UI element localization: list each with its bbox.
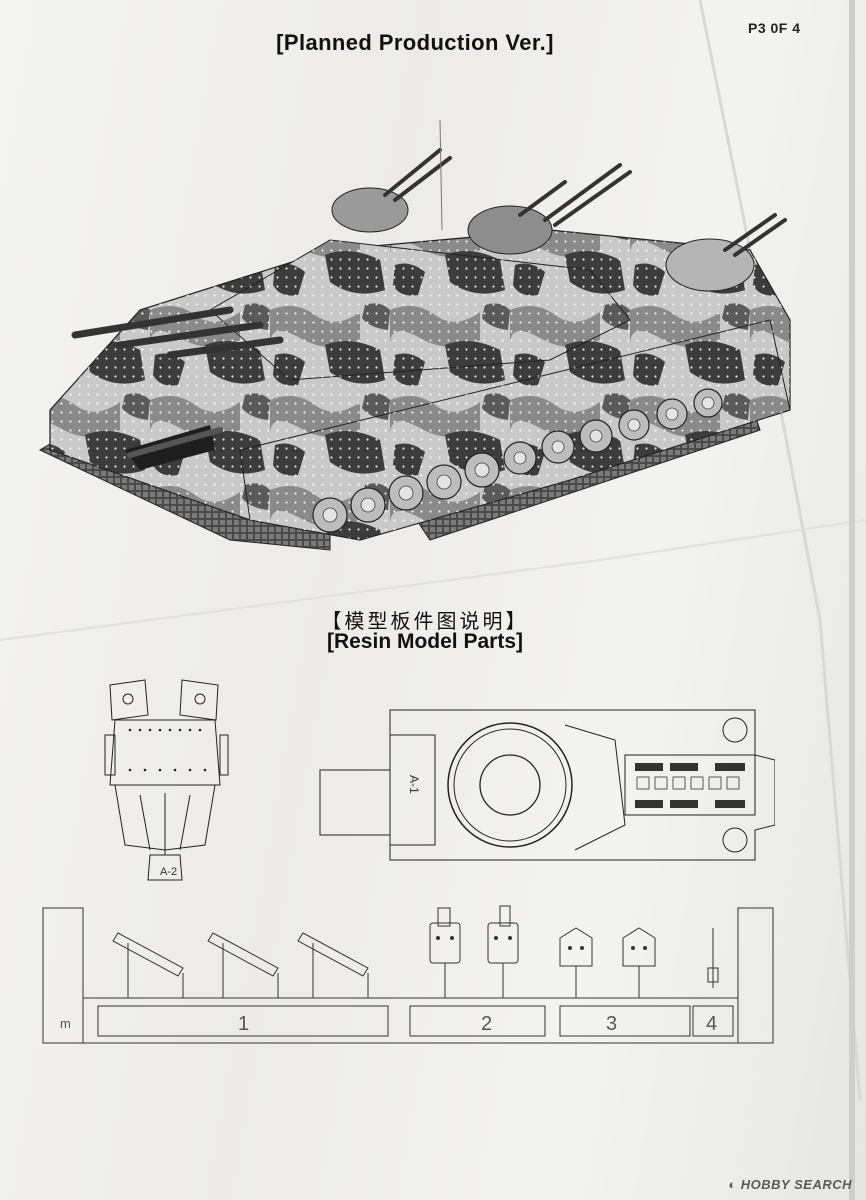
sprue-label-2: 2 (481, 1013, 492, 1035)
sprue-label-1: 1 (238, 1013, 249, 1035)
page-title: [Planned Production Ver.] (276, 30, 554, 55)
part-a2-diagram: A-2 (104, 679, 229, 881)
watermark-logo-icon: ◐ (728, 1177, 737, 1192)
sprue-label-4: 4 (706, 1013, 717, 1035)
parts-heading-en: [Resin Model Parts] (326, 630, 524, 653)
road-wheels (312, 388, 723, 533)
antenna (439, 120, 443, 231)
sprue-frame-diagram: m 1 2 3 4 (42, 905, 774, 1044)
main-guns (71, 306, 284, 359)
watermark-brand: HOBBY SEARCH (740, 1177, 852, 1192)
hobby-search-watermark: ◐ HOBBY SEARCH (728, 1177, 852, 1192)
part-label-a1: A-1 (407, 775, 421, 794)
sprue-label-3: 3 (606, 1013, 617, 1035)
tank-illustration (38, 120, 791, 551)
parts-heading-cn: 【模型板件图说明】 (321, 609, 529, 633)
turret-guns (383, 148, 787, 257)
part-label-a2: A-2 (160, 866, 177, 878)
part-a1-diagram: A-1 (319, 709, 775, 861)
page-number: P3 0F 4 (748, 20, 801, 36)
secondary-turrets (331, 187, 755, 292)
sprue-logo: m (60, 1016, 71, 1031)
engine-deck-grilles (635, 763, 745, 808)
